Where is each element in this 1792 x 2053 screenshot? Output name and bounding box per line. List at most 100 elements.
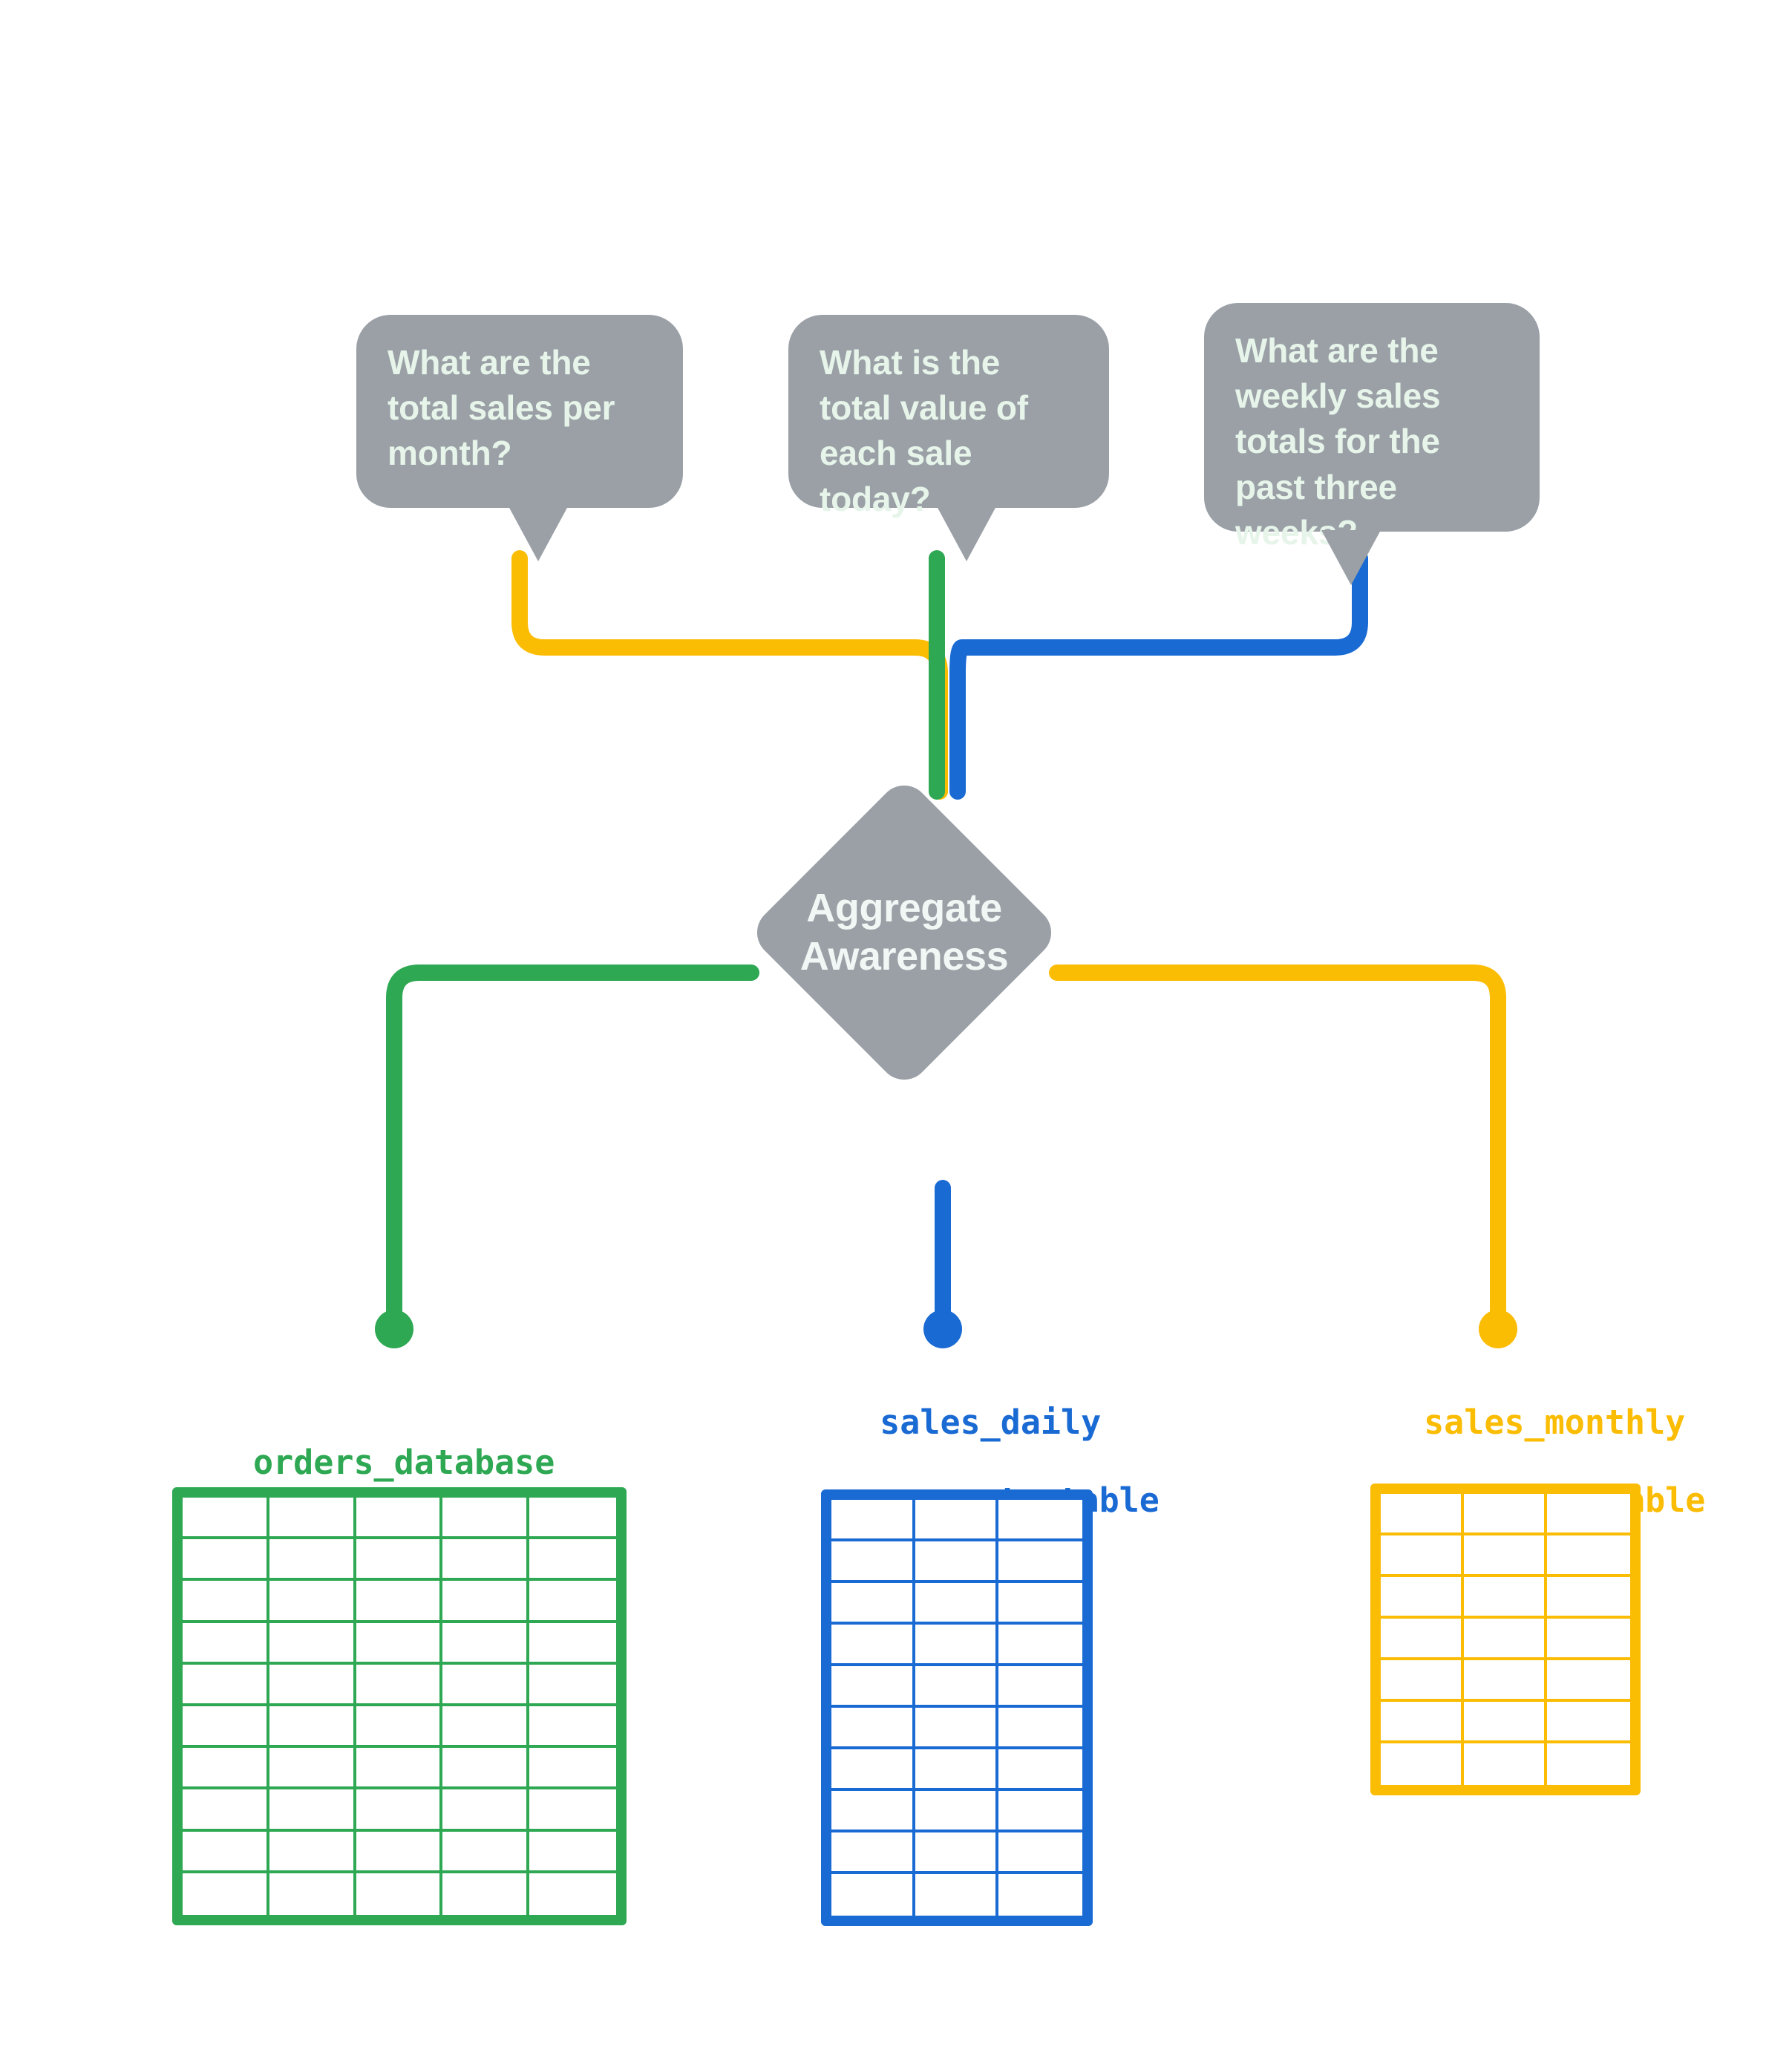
table-cell bbox=[998, 1625, 1082, 1666]
table-label-orders-database: orders_database bbox=[134, 1405, 594, 1521]
table-cell bbox=[915, 1874, 999, 1916]
table-cell bbox=[529, 1832, 616, 1873]
wire-monthly-question bbox=[511, 550, 948, 800]
table-cell bbox=[183, 1706, 269, 1749]
table-cell bbox=[529, 1748, 616, 1790]
table-cell bbox=[915, 1541, 999, 1583]
speech-tail-icon bbox=[937, 506, 996, 561]
table-cell bbox=[1464, 1702, 1547, 1743]
speech-tail-icon bbox=[509, 506, 568, 561]
table-cell bbox=[269, 1622, 356, 1665]
table-cell bbox=[1547, 1743, 1630, 1785]
table-cell bbox=[183, 1664, 269, 1706]
table-grid-orders-database bbox=[172, 1487, 627, 1925]
table-cell bbox=[1381, 1494, 1464, 1535]
table-cell bbox=[356, 1664, 443, 1706]
question-bubble-monthly-text: What are the total sales per month? bbox=[387, 343, 615, 473]
table-cell bbox=[1547, 1702, 1630, 1743]
table-cell bbox=[915, 1500, 999, 1541]
question-bubble-weekly[interactable]: What are the weekly sales totals for the… bbox=[1204, 303, 1540, 585]
table-cell bbox=[269, 1873, 356, 1915]
table-cell bbox=[356, 1622, 443, 1665]
question-bubble-daily[interactable]: What is the total value of each sale tod… bbox=[788, 315, 1109, 561]
aggregate-awareness-node[interactable]: Aggregate Awareness bbox=[746, 774, 1062, 1091]
table-cell bbox=[831, 1832, 915, 1874]
table-cell bbox=[269, 1789, 356, 1832]
table-cell bbox=[831, 1666, 915, 1708]
table-cell bbox=[1464, 1619, 1547, 1660]
table-cell bbox=[998, 1708, 1082, 1749]
table-cell bbox=[183, 1748, 269, 1790]
endpoint-dot-sales-monthly-table bbox=[1479, 1310, 1517, 1348]
table-cell bbox=[269, 1664, 356, 1706]
table-cell bbox=[1381, 1577, 1464, 1619]
table-label-sales-daily-line-1: sales_daily bbox=[880, 1403, 1102, 1443]
table-cell bbox=[442, 1664, 530, 1706]
table-cell bbox=[1547, 1660, 1630, 1702]
table-cell bbox=[183, 1498, 269, 1540]
endpoint-dot-orders-database bbox=[375, 1310, 413, 1348]
table-cell bbox=[529, 1498, 616, 1540]
table-cell bbox=[915, 1791, 999, 1832]
question-bubble-monthly[interactable]: What are the total sales per month? bbox=[356, 315, 683, 561]
table-cell bbox=[442, 1622, 530, 1665]
table-cell bbox=[442, 1706, 530, 1749]
table-cell bbox=[998, 1583, 1082, 1625]
table-cell bbox=[1464, 1494, 1547, 1535]
table-cell bbox=[831, 1791, 915, 1832]
table-cell bbox=[269, 1748, 356, 1790]
question-bubble-weekly-text: What are the weekly sales totals for the… bbox=[1235, 331, 1441, 552]
table-grid-sales-daily bbox=[821, 1489, 1093, 1926]
table-cell bbox=[915, 1832, 999, 1874]
wire-weekly-question bbox=[949, 550, 1368, 800]
wire-sales-monthly-table bbox=[1049, 965, 1506, 1321]
table-label-sales-monthly-line-1: sales_monthly bbox=[1424, 1403, 1686, 1443]
table-cell bbox=[269, 1831, 356, 1873]
table-cell bbox=[1464, 1660, 1547, 1702]
table-cell bbox=[356, 1581, 443, 1623]
table-cell bbox=[831, 1500, 915, 1541]
endpoint-dot-sales-daily-table bbox=[923, 1310, 962, 1348]
table-cell bbox=[183, 1581, 269, 1623]
table-cell bbox=[998, 1832, 1082, 1874]
table-cell bbox=[1464, 1577, 1547, 1619]
table-cell bbox=[356, 1873, 443, 1915]
table-cell bbox=[183, 1873, 269, 1915]
speech-tail-icon bbox=[1321, 530, 1381, 585]
aggregate-awareness-line-2: Awareness bbox=[799, 934, 1009, 979]
table-cell bbox=[998, 1500, 1082, 1541]
table-cell bbox=[998, 1666, 1082, 1708]
table-cell bbox=[442, 1789, 530, 1832]
table-cell bbox=[442, 1748, 530, 1790]
table-cell bbox=[915, 1583, 999, 1625]
table-cell bbox=[831, 1625, 915, 1666]
table-label-orders-database-line-1: orders_database bbox=[252, 1443, 555, 1483]
table-cell bbox=[529, 1873, 616, 1915]
table-cell bbox=[915, 1749, 999, 1791]
table-cell bbox=[269, 1498, 356, 1540]
table-cell bbox=[442, 1539, 530, 1582]
table-grid-sales-monthly bbox=[1370, 1484, 1641, 1795]
table-cell bbox=[831, 1583, 915, 1625]
table-cell bbox=[529, 1581, 616, 1623]
question-bubble-daily-text: What is the total value of each sale tod… bbox=[820, 343, 1028, 518]
table-cell bbox=[356, 1706, 443, 1749]
table-cell bbox=[269, 1581, 356, 1623]
table-cell bbox=[442, 1581, 530, 1623]
wire-orders-database bbox=[386, 965, 759, 1321]
table-cell bbox=[1547, 1535, 1630, 1577]
table-cell bbox=[1381, 1743, 1464, 1785]
table-cell bbox=[1547, 1577, 1630, 1619]
table-cell bbox=[529, 1665, 616, 1706]
table-cell bbox=[915, 1708, 999, 1749]
table-cell bbox=[998, 1541, 1082, 1583]
table-cell bbox=[356, 1498, 443, 1540]
table-cell bbox=[356, 1789, 443, 1832]
table-cell bbox=[831, 1541, 915, 1583]
table-cell bbox=[183, 1539, 269, 1582]
table-cell bbox=[831, 1874, 915, 1916]
table-cell bbox=[356, 1748, 443, 1790]
table-cell bbox=[1464, 1743, 1547, 1785]
